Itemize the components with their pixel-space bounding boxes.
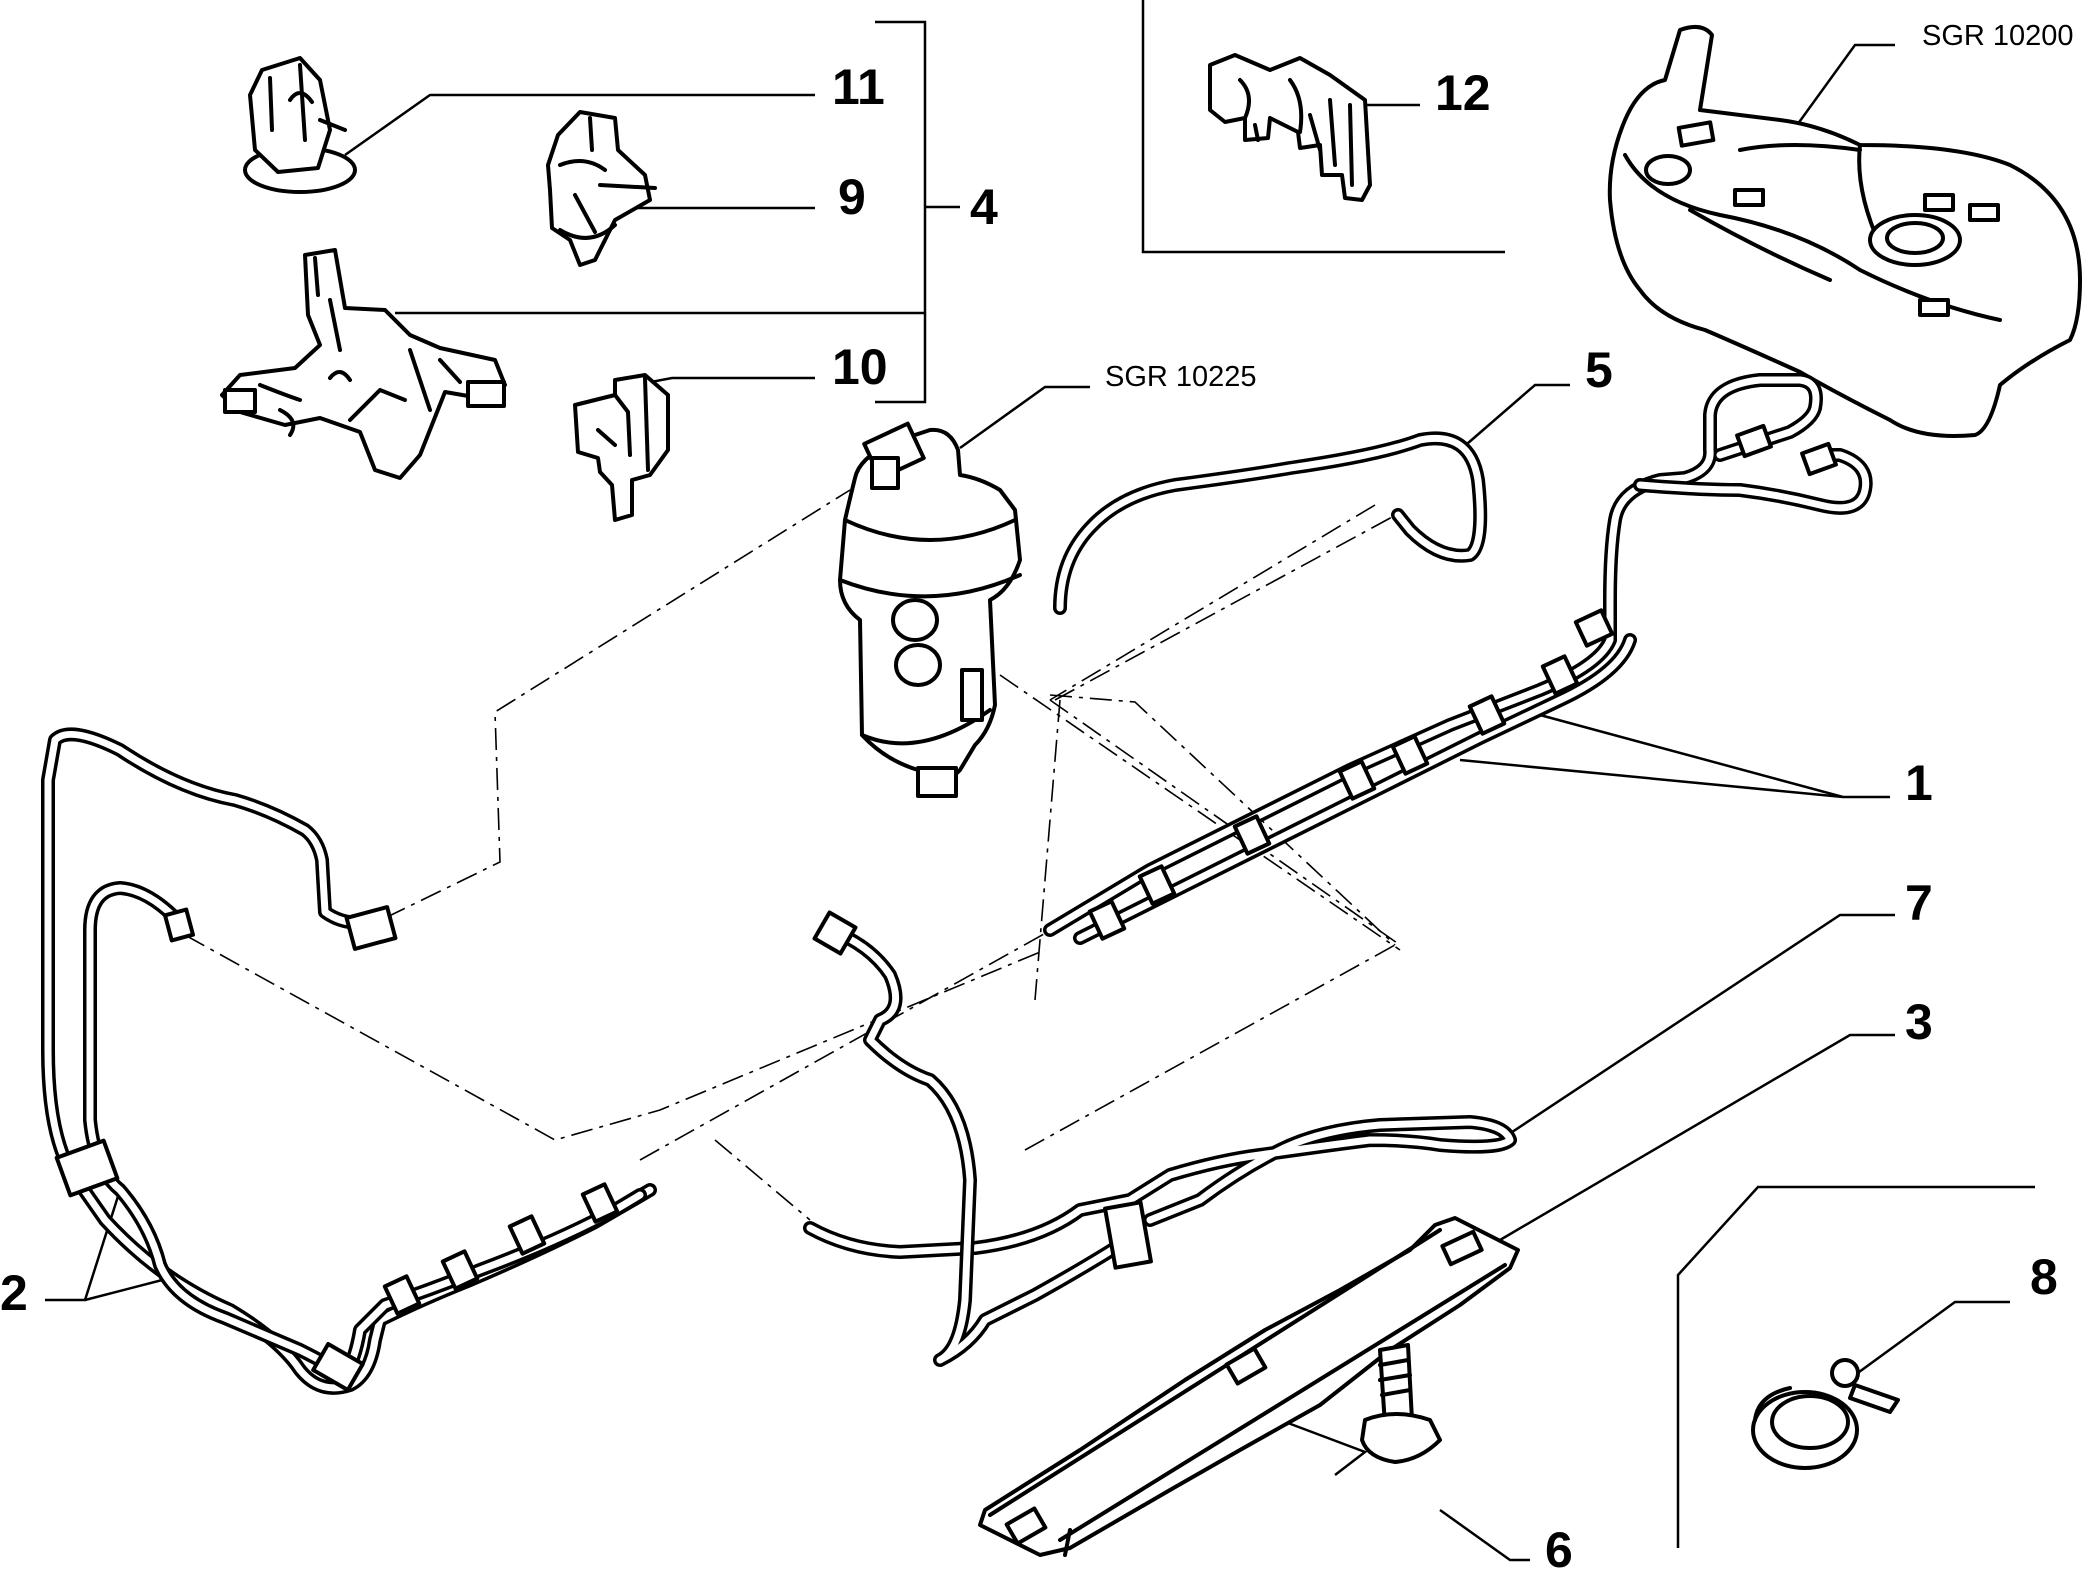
pipe-5 <box>1053 431 1488 615</box>
callout-6: 6 <box>1545 1522 1573 1578</box>
callout-1: 1 <box>1905 755 1933 811</box>
clip-part-12 <box>1208 53 1372 202</box>
callout-7: 7 <box>1905 875 1933 931</box>
assembly-lines <box>184 489 1406 1221</box>
group-4-bracket <box>395 20 960 404</box>
callout-10: 10 <box>832 339 888 395</box>
callout-9: 9 <box>838 169 866 225</box>
clip-part-11 <box>243 56 357 194</box>
callout-2: 2 <box>0 1265 28 1321</box>
clip-part-10 <box>573 373 670 522</box>
heat-shield-part-3 <box>978 1216 1520 1557</box>
bolt-part-6 <box>1360 1343 1442 1464</box>
group-8-frame <box>1676 1185 2035 1548</box>
callout-5: 5 <box>1585 342 1613 398</box>
support-bracket-part-4 <box>220 248 507 480</box>
pipe-bundle-2 <box>41 727 657 1395</box>
hose-clamp-part-8 <box>1751 1358 1900 1470</box>
callout-8: 8 <box>2030 1249 2058 1305</box>
group-12-frame <box>1141 0 1505 254</box>
pipe-bundle-1 <box>1043 373 1873 945</box>
callout-3: 3 <box>1905 994 1933 1050</box>
fuel-filter <box>838 421 1022 798</box>
callout-12: 12 <box>1435 65 1491 121</box>
pipe-7 <box>803 910 1517 1367</box>
clip-part-9 <box>546 110 657 267</box>
leader-lines <box>45 43 2010 1562</box>
callout-4: 4 <box>970 179 998 235</box>
fuel-tank <box>1607 24 2082 438</box>
ref-sgr-10200: SGR 10200 <box>1922 20 2074 52</box>
ref-sgr-10225: SGR 10225 <box>1105 361 1257 393</box>
callout-11: 11 <box>832 59 885 115</box>
